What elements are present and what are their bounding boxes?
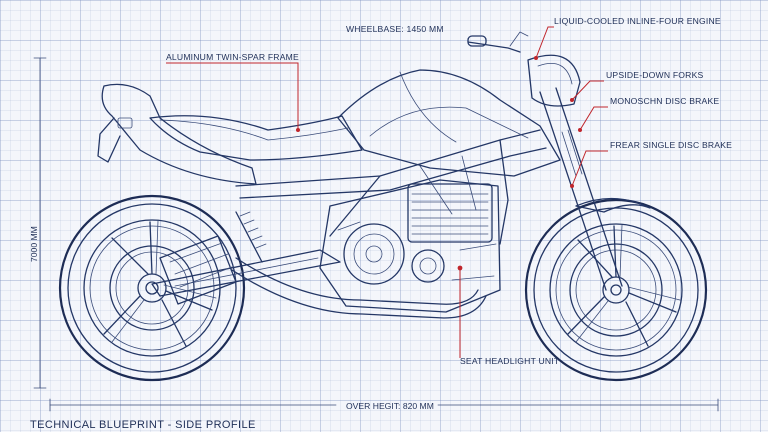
rear-shock: [235, 211, 267, 263]
tail-section: [97, 83, 257, 185]
callout-seat-unit-label: SEAT HEADLIGHT UNIT: [460, 356, 560, 366]
seat: [149, 115, 363, 161]
fuel-tank: [337, 69, 561, 177]
front-brake-disc: [569, 243, 663, 337]
front-forks: [539, 87, 623, 291]
callout-seat-unit: SEAT HEADLIGHT UNIT: [457, 265, 560, 366]
callout-front-brake: MONOSCHN DISC BRAKE: [578, 96, 719, 132]
callout-wheelbase-label: WHEELBASE: 1450 MM: [346, 24, 444, 34]
callout-frame: ALUMINUM TWIN-SPAR FRAME: [166, 52, 300, 132]
callout-wheelbase: WHEELBASE: 1450 MM: [346, 24, 444, 34]
height-dimension-label: 7000 MM: [29, 226, 39, 262]
callout-front-brake-label: MONOSCHN DISC BRAKE: [610, 96, 719, 106]
headlight: [527, 54, 581, 107]
frame: [235, 129, 547, 245]
front-wheel: [524, 198, 708, 382]
rear-brake-disc: [109, 245, 195, 331]
callout-forks: UPSIDE-DOWN FORKS: [570, 70, 704, 102]
front-fender: [575, 197, 651, 213]
callout-rear-brake-label: FREAR SINGLE DISC BRAKE: [610, 140, 732, 150]
overall-dimension: OVER HEGIT: 820 MM: [49, 398, 719, 412]
swingarm: [151, 249, 341, 297]
callout-rear-brake: FREAR SINGLE DISC BRAKE: [570, 140, 732, 188]
engine: [319, 179, 501, 313]
exhaust: [159, 235, 487, 319]
footer-title: TECHNICAL BLUEPRINT - SIDE PROFILE: [30, 419, 256, 431]
rear-wheel: [58, 194, 246, 382]
callout-forks-label: UPSIDE-DOWN FORKS: [606, 70, 704, 80]
height-dimension: 7000 MM: [29, 57, 47, 389]
callout-engine-label: LIQUID-COOLED INLINE-FOUR ENGINE: [554, 16, 721, 26]
overall-dimension-label: OVER HEGIT: 820 MM: [346, 401, 434, 411]
callout-engine: LIQUID-COOLED INLINE-FOUR ENGINE: [534, 16, 721, 60]
handlebar: [467, 31, 529, 53]
callout-frame-label: ALUMINUM TWIN-SPAR FRAME: [166, 52, 299, 62]
